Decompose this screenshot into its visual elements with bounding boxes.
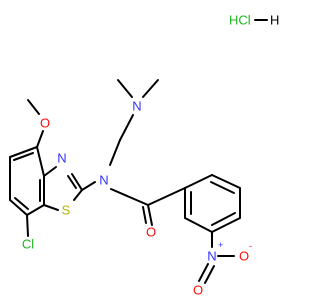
ring-bond-2 [211,174,241,189]
nitro-n-label: N [207,249,216,264]
c-o-bond-double [142,206,147,224]
carbonyl-o-label: O [146,225,156,240]
nitro-minus-charge: - [249,241,252,251]
c2-n3-bond-double [67,175,77,189]
thiazole-ring: N S [43,151,96,218]
c3a-c4-bond [36,146,45,177]
amide-n-label: N [99,173,108,188]
nitro-group: N + O - O [193,231,252,298]
hcl-salt: HCl H [229,13,279,28]
carbonyl-aryl-bond [147,187,186,206]
ring-bond-5 [184,217,213,233]
c7-c7a-bond [26,204,45,216]
n-carbonyl-bond [110,188,149,206]
amide-carbonyl: O [110,187,186,240]
ring-bond-4 [211,217,241,233]
ring-bond-4-double [211,212,236,226]
c6-c7-bond [9,199,28,216]
methyl-bond-1 [117,79,133,98]
ethyl-bond-1 [119,114,134,141]
c-o-bond [147,204,153,226]
ring-bond-2-double [210,181,235,194]
methyl-bond-2 [142,79,159,98]
n-o-bond-2-double [204,265,215,284]
ethyl-bond-2 [109,139,121,166]
o-methyl-bond [27,99,40,115]
n3-c3a-bond [43,166,57,177]
chloro-group: Cl [22,214,34,252]
methoxy-group: O [27,99,50,148]
salt-h-label: H [270,13,279,28]
nitro-o-label-1: O [239,249,249,264]
c6-c7-bond-double [14,197,29,210]
c2-s-bond [73,189,83,201]
amine-n-label: N [132,99,141,114]
methoxy-o-label: O [40,116,50,131]
chlorine-label: Cl [22,237,34,252]
c7-cl-bond [26,214,29,237]
c4-c5-bond [9,146,38,158]
s-c7a-bond [43,204,59,211]
c2-n3-bond [71,173,83,191]
nitro-o-label-2: O [193,283,203,298]
nitro-plus-charge: + [218,240,223,250]
chemical-structure: HCl H N N N S O [9,13,279,298]
thiazole-n-label: N [57,151,66,166]
thiazole-s-label: S [62,203,71,218]
c4-o-bond [36,130,44,148]
n-o-bond-2 [198,263,209,282]
ring-bond-1 [184,174,213,189]
dimethylamine-group: N [109,79,159,166]
n-c2-bond [81,181,96,191]
c4-c5-bond-double [13,152,34,161]
benzothiazole-benzene-ring [9,146,45,216]
nitrophenyl-ring [184,174,241,233]
salt-label: HCl [229,13,251,28]
